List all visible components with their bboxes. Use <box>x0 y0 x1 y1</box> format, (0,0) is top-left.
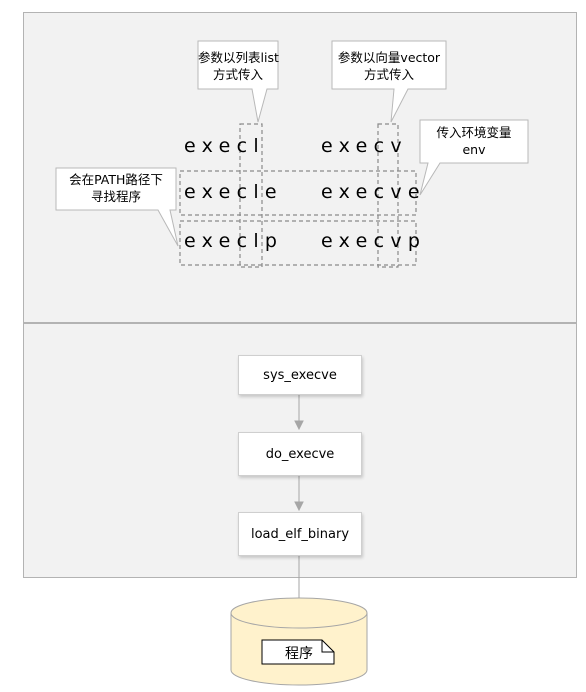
callout-env-bubble <box>419 119 529 196</box>
func-execlp: execlp <box>184 230 284 252</box>
func-execl: execl <box>184 135 265 157</box>
frame-col-v <box>377 123 399 268</box>
program-label: 程序 <box>285 646 313 662</box>
frame-col-l <box>239 123 263 268</box>
callout-list-text: 参数以列表list 方式传入 <box>198 50 279 82</box>
callout-vector-text: 参数以向量vector 方式传入 <box>337 50 441 82</box>
func-execv: execv <box>321 135 408 157</box>
load-elf-binary-box: load_elf_binary <box>238 512 362 556</box>
callout-list-bubble <box>197 40 279 123</box>
callout-vector-bubble <box>331 40 447 123</box>
func-execvp: execvp <box>321 230 427 252</box>
sys-execve-box: sys_execve <box>238 355 362 395</box>
func-execle: execle <box>184 181 283 203</box>
callout-env-text: 传入环境变量 env <box>436 125 512 157</box>
func-execve: execve <box>321 181 426 203</box>
do-execve-box: do_execve <box>238 432 362 476</box>
callout-path-bubble <box>55 167 179 247</box>
document-icon <box>261 639 335 665</box>
callout-path-text: 会在PATH路径下 寻找程序 <box>69 172 163 204</box>
storage-cylinder <box>230 597 368 686</box>
